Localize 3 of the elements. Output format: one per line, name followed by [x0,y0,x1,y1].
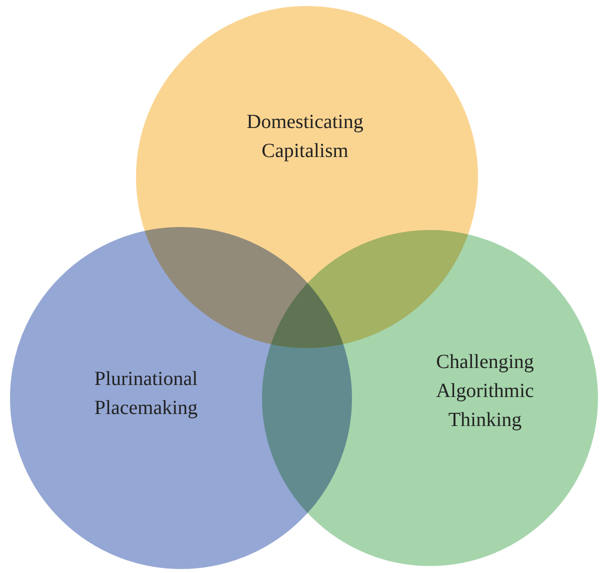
circle-label: Plurinational Placemaking [93,367,199,421]
circle-label: Domesticating Capitalism [246,110,364,164]
circle-label: Challenging Algorithmic Thinking [435,350,535,432]
